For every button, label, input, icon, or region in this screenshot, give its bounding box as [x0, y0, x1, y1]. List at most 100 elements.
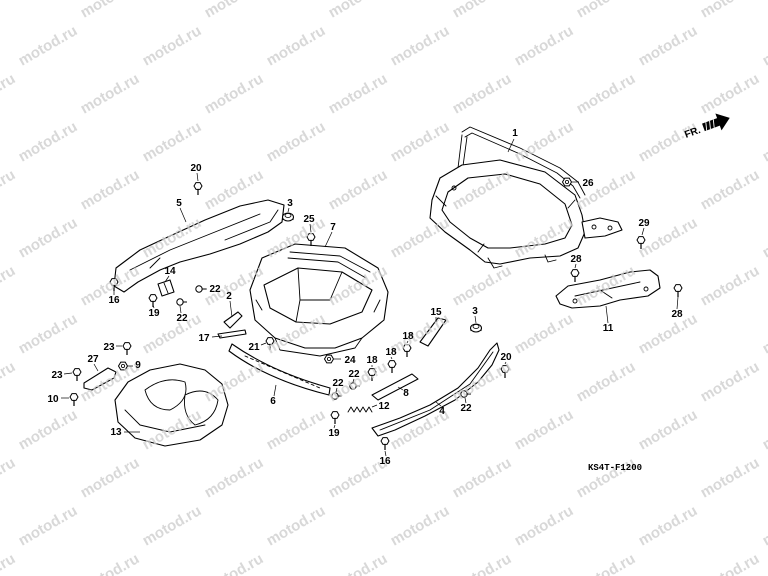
watermark-text: motod.ru [574, 454, 639, 501]
watermark-text: motod.ru [202, 550, 267, 576]
front-arrow-icon [702, 113, 730, 132]
watermark-text: motod.ru [698, 262, 763, 309]
callout-3: 3 [287, 198, 293, 209]
watermark-text: motod.ru [388, 502, 453, 549]
watermark-text: motod.ru [0, 454, 18, 501]
watermark-text: motod.ru [16, 214, 81, 261]
callout-22: 22 [176, 313, 188, 324]
watermark-text: motod.ru [202, 70, 267, 117]
watermark-text: motod.ru [760, 502, 768, 549]
watermark-text: motod.ru [264, 22, 329, 69]
diagram-code: KS4T-F1200 [588, 463, 642, 473]
leader-lines [61, 138, 679, 457]
callout-23: 23 [103, 342, 115, 353]
watermark-text: motod.ru [698, 0, 763, 21]
watermark-text: motod.ru [760, 214, 768, 261]
callout-5: 5 [176, 198, 182, 209]
watermark-text: motod.ru [760, 22, 768, 69]
grommet-3-top [282, 212, 294, 222]
callout-16: 16 [108, 295, 120, 306]
callout-11: 11 [603, 323, 614, 334]
strip-part-6 [228, 343, 331, 396]
clip-part-27 [83, 367, 117, 391]
clip-22-b [176, 298, 188, 306]
watermark-text: motod.ru [698, 358, 763, 405]
watermark-text: motod.ru [512, 406, 577, 453]
watermark-text: motod.ru [16, 310, 81, 357]
callout-28: 28 [671, 309, 683, 320]
callout-6: 6 [270, 396, 276, 407]
rail-part-4 [371, 342, 500, 437]
watermark-text: motod.ru [512, 502, 577, 549]
callout-22: 22 [332, 378, 344, 389]
watermark-text: motod.ru [0, 358, 18, 405]
nut-24 [324, 354, 334, 364]
watermark-text: motod.ru [16, 502, 81, 549]
watermark-text: motod.ru [16, 406, 81, 453]
watermark-text: motod.ru [388, 214, 453, 261]
callout-9: 9 [135, 360, 141, 371]
watermark-text: motod.ru [574, 358, 639, 405]
bracket-part-2 [223, 311, 243, 329]
watermark-text: motod.ru [202, 454, 267, 501]
watermark-text: motod.ru [450, 454, 515, 501]
watermark-text: motod.ru [450, 262, 515, 309]
front-label: FR. [683, 125, 702, 141]
watermark-text: motod.ru [636, 22, 701, 69]
watermark-text: motod.ru [698, 70, 763, 117]
watermark-text: motod.ru [760, 118, 768, 165]
watermark-text: motod.ru [78, 166, 143, 213]
callout-4: 4 [439, 406, 445, 417]
callout-labels: 1 20 26 3 5 25 7 29 14 28 22 16 2 19 22 … [47, 128, 683, 467]
watermark-text: motod.ru [140, 22, 205, 69]
watermark-text: motod.ru [16, 22, 81, 69]
luggage-box-part-7 [249, 243, 389, 357]
bolt-23-b [72, 368, 82, 382]
bracket-part-14 [157, 279, 175, 297]
side-panel-part-5 [113, 199, 285, 293]
callout-1: 1 [512, 128, 518, 139]
bolt-10 [69, 393, 79, 407]
callout-16: 16 [379, 456, 391, 467]
spring-part-12 [347, 406, 373, 413]
bolt-20-top [193, 182, 203, 196]
callout-19: 19 [328, 428, 340, 439]
watermark-text: motod.ru [760, 310, 768, 357]
watermark-text: motod.ru [16, 118, 81, 165]
bolt-23-a [122, 342, 132, 356]
watermark-text: motod.ru [574, 70, 639, 117]
watermark-text: motod.ru [326, 70, 391, 117]
watermark-text: motod.ru [78, 0, 143, 21]
watermark-text: motod.ru [450, 550, 515, 576]
bolt-28-right [673, 284, 683, 298]
callout-17: 17 [198, 333, 210, 344]
callout-20: 20 [500, 352, 512, 363]
watermark-text: motod.ru [636, 502, 701, 549]
frame-part-1 [429, 126, 623, 269]
callout-24: 24 [344, 355, 356, 366]
watermark-text: motod.ru [0, 70, 18, 117]
watermark-text: motod.ru [636, 310, 701, 357]
callout-3: 3 [472, 306, 478, 317]
callout-19: 19 [148, 308, 160, 319]
watermark-text: motod.ru [0, 550, 18, 576]
watermark-text: motod.ru [0, 0, 18, 21]
bolt-19-lower [330, 411, 340, 425]
front-direction-indicator: FR. [683, 113, 730, 141]
tray-part-13 [114, 363, 229, 447]
callout-27: 27 [87, 354, 99, 365]
watermark-text: motod.ru [574, 0, 639, 21]
watermark-text: motod.ru [512, 22, 577, 69]
callout-20: 20 [190, 163, 202, 174]
callout-13: 13 [110, 427, 122, 438]
watermark-text: motod.ru [574, 550, 639, 576]
callout-29: 29 [638, 218, 650, 229]
watermark-text: motod.ru [140, 118, 205, 165]
watermark-text: motod.ru [512, 118, 577, 165]
callout-8: 8 [403, 388, 409, 399]
watermark-text: motod.ru [512, 310, 577, 357]
watermark-text: motod.ru [574, 166, 639, 213]
watermark-text: motod.ru [264, 118, 329, 165]
callout-7: 7 [330, 222, 336, 233]
